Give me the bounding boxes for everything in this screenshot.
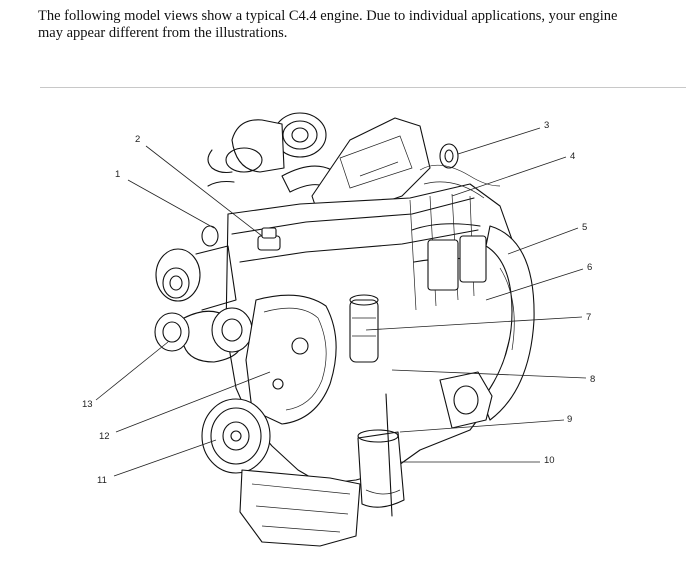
callout-8: 8	[590, 374, 595, 385]
lifting-eye-icon	[439, 143, 459, 169]
oil-filler-icon	[257, 227, 281, 251]
leader-3	[457, 127, 541, 155]
callout-6: 6	[587, 262, 592, 273]
leader-9	[399, 419, 565, 433]
leader-2	[145, 145, 263, 237]
leader-13	[95, 341, 169, 401]
timing-cover-icon	[245, 294, 337, 425]
intro-line-1: The following model views show a typical…	[38, 8, 618, 24]
fan-belt-pulley-icon	[154, 307, 253, 363]
leader-11	[113, 439, 217, 477]
rocker-cover-icon	[311, 117, 431, 215]
callout-11: 11	[97, 475, 107, 486]
oil-pan-icon	[239, 469, 361, 547]
leader-1	[127, 179, 215, 229]
intro-paragraph: The following model views show a typical…	[38, 8, 688, 42]
leader-4	[451, 156, 567, 197]
leader-8	[391, 369, 587, 379]
callout-3: 3	[544, 120, 549, 131]
leader-7	[365, 316, 583, 331]
callout-4: 4	[570, 151, 575, 162]
leader-6	[485, 268, 584, 301]
callout-1: 1	[115, 169, 120, 180]
callout-5: 5	[582, 222, 587, 233]
starter-motor-icon	[439, 371, 493, 429]
callout-13: 13	[82, 399, 93, 410]
leader-12	[115, 371, 271, 433]
oil-filter-icon	[357, 393, 405, 517]
alternator-icon	[155, 225, 237, 311]
callout-10: 10	[544, 455, 555, 466]
callout-leaders	[95, 127, 587, 477]
crankshaft-pulley-icon	[201, 398, 271, 474]
callout-9: 9	[567, 414, 572, 425]
horizontal-rule	[40, 87, 686, 88]
turbocharger-icon	[207, 112, 327, 187]
callout-7: 7	[586, 312, 591, 323]
callout-12: 12	[99, 431, 110, 442]
engine-drawing	[154, 112, 535, 547]
intro-line-2: may appear different from the illustrati…	[38, 25, 288, 41]
callout-numbers: 1 2 3 4 5 6 7 8 9 10 11 12 13	[82, 120, 595, 486]
fuel-filter-icon	[349, 294, 379, 363]
leader-5	[507, 227, 579, 255]
callout-2: 2	[135, 134, 140, 145]
